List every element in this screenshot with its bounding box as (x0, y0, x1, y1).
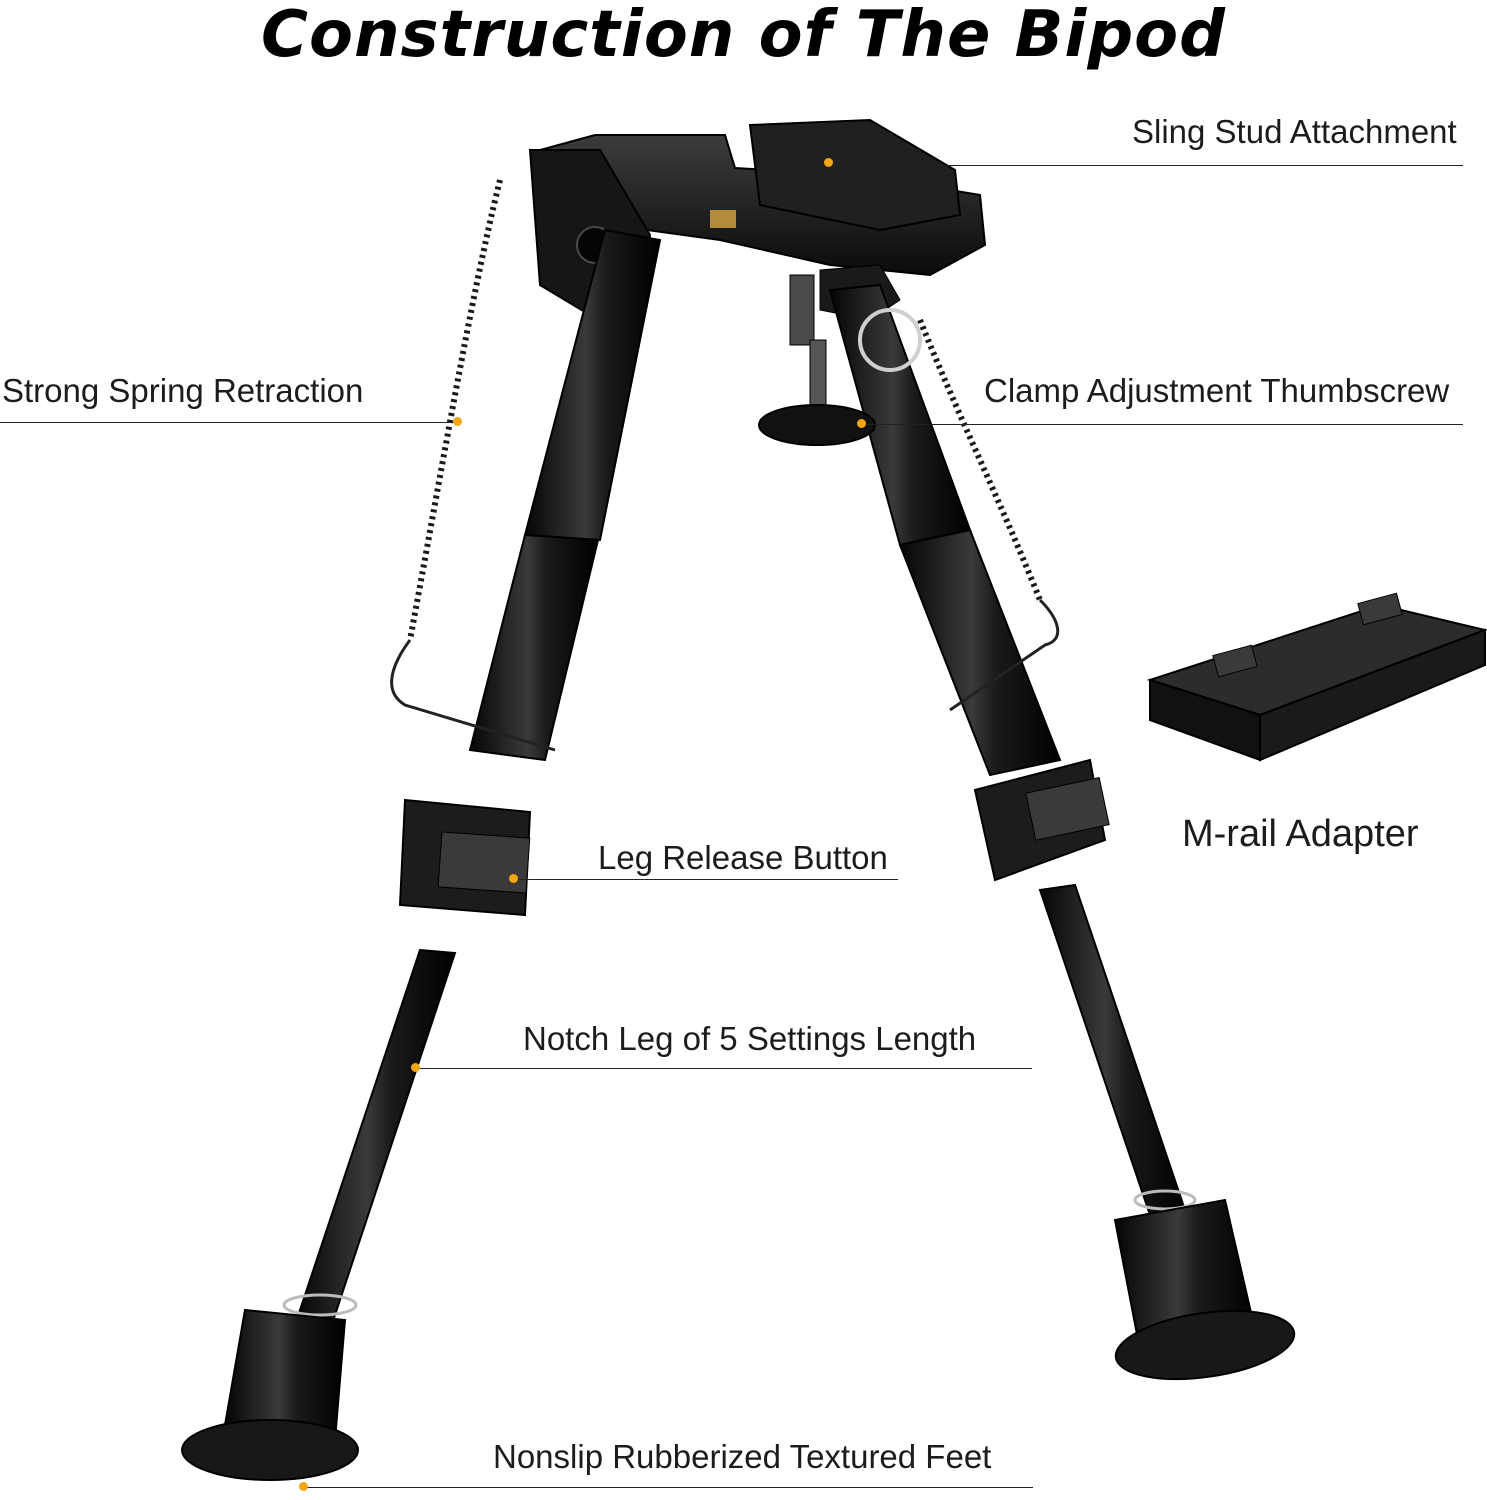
thumbscrew-leader (860, 424, 1463, 425)
notch-leg-dot (411, 1063, 420, 1072)
label-feet: Nonslip Rubberized Textured Feet (493, 1438, 992, 1475)
sling-stud-leader (828, 165, 1463, 166)
feet-dot (299, 1482, 308, 1491)
bipod-head (528, 118, 987, 346)
notch-leg-leader (415, 1068, 1032, 1069)
spring-dot (453, 417, 462, 426)
thumbscrew-dot (857, 419, 866, 428)
page-title: Construction of The Bipod (261, 0, 1226, 72)
m-rail-adapter (1146, 592, 1487, 762)
left-spring (407, 179, 503, 641)
feet-leader (303, 1487, 1033, 1488)
leg-release-leader (513, 879, 898, 880)
label-spring: Strong Spring Retraction (2, 372, 364, 409)
left-leg (181, 228, 662, 1481)
label-thumbscrew: Clamp Adjustment Thumbscrew (984, 372, 1450, 409)
spring-hooks (390, 598, 1060, 752)
leg-release-dot (509, 874, 518, 883)
spring-leader (0, 422, 460, 423)
sling-stud-dot (824, 158, 833, 167)
label-sling-stud: Sling Stud Attachment (1132, 113, 1457, 150)
label-m-rail-adapter: M-rail Adapter (1182, 813, 1419, 855)
label-notch-leg: Notch Leg of 5 Settings Length (523, 1020, 977, 1057)
label-leg-release: Leg Release Button (598, 839, 888, 876)
thumbscrew (758, 308, 922, 446)
right-leg (828, 283, 1296, 1381)
